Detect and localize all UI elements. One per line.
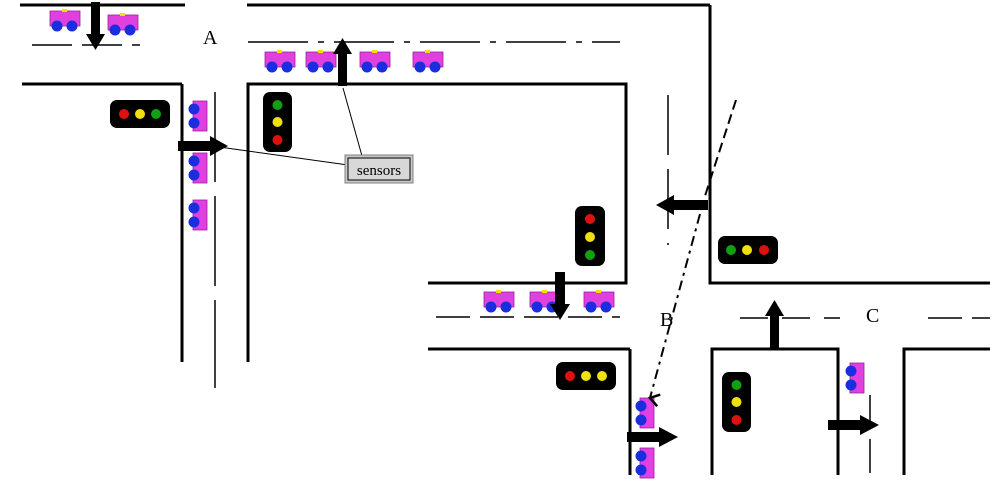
traffic-light-c-vertical	[722, 372, 751, 432]
car	[107, 12, 139, 36]
sensors-label: sensors	[344, 154, 414, 184]
traffic-light-a-horizontal	[110, 100, 170, 128]
sensor-callout-lines	[204, 87, 363, 166]
car	[264, 49, 296, 73]
car	[635, 447, 655, 479]
car	[188, 100, 208, 132]
arrow-down-icon	[86, 2, 105, 50]
car	[49, 8, 81, 32]
arrow-up-icon	[765, 300, 784, 350]
car	[188, 152, 208, 184]
traffic-light-b-vertical	[575, 206, 605, 266]
flow-arrows	[86, 2, 879, 447]
traffic-lights	[110, 92, 778, 432]
arrow-right-icon	[828, 415, 879, 435]
car	[635, 397, 655, 429]
intersection-label-b: B	[660, 309, 673, 331]
car	[845, 362, 865, 394]
car	[483, 289, 515, 313]
car	[188, 199, 208, 231]
arrow-right-icon	[178, 136, 228, 156]
car	[412, 49, 444, 73]
lane-markings	[32, 41, 990, 475]
car	[305, 49, 337, 73]
arrow-down-icon	[550, 272, 570, 320]
arrow-right-icon	[627, 427, 678, 447]
intersection-label-c: C	[866, 305, 879, 327]
dashed-route-arrow	[650, 99, 737, 398]
arrow-left-icon	[656, 195, 708, 215]
arrow-up-icon	[333, 38, 352, 86]
car	[583, 289, 615, 313]
sensors-text: sensors	[357, 163, 401, 179]
traffic-light-a-vertical	[263, 92, 292, 152]
traffic-light-b-horizontal	[556, 362, 616, 390]
traffic-light-bc-horizontal	[718, 236, 778, 264]
intersection-label-a: A	[203, 27, 218, 49]
road-edges	[20, 3, 990, 475]
car	[359, 49, 391, 73]
